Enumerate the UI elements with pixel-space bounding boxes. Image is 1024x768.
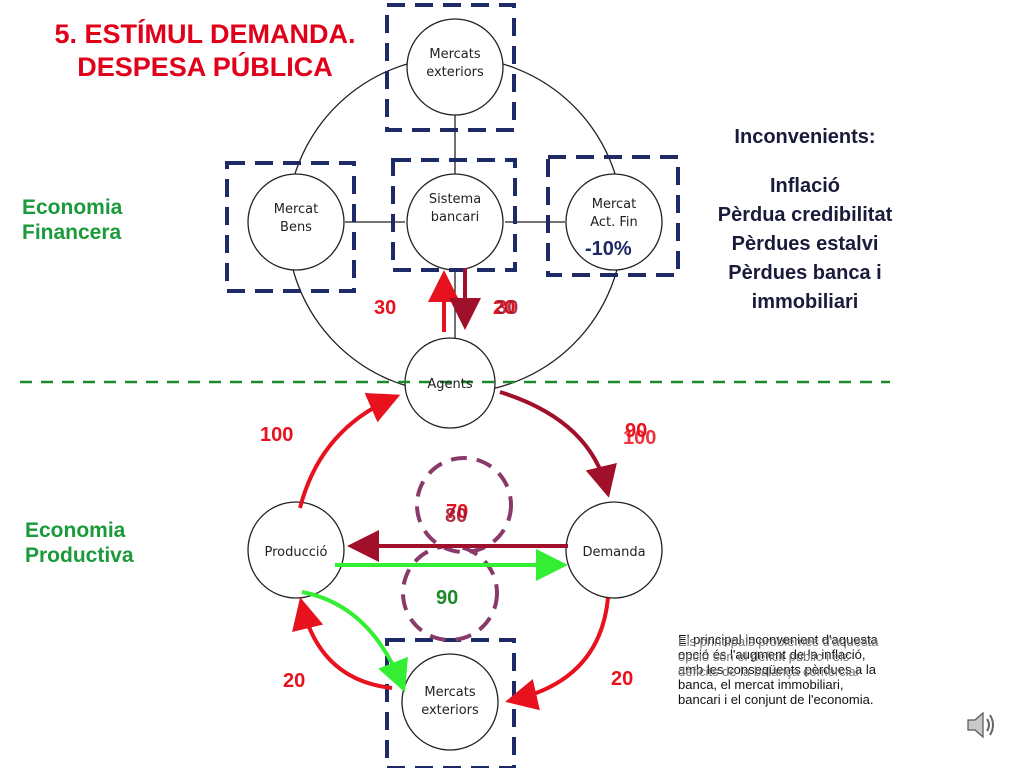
arrow-exteriors-to-produccio — [292, 597, 393, 690]
speaker-icon[interactable] — [964, 708, 998, 742]
section-productive-line-1: Economia — [25, 519, 126, 542]
highlight-box-act-fin — [546, 155, 680, 277]
label-agents: Agents — [405, 376, 495, 394]
explanation-note: El principal inconvenient d'aquesta opci… — [678, 632, 958, 707]
node-text: Bens — [280, 220, 312, 235]
inconvenient-item: immobiliari — [751, 291, 859, 313]
node-text: Demanda — [582, 545, 646, 560]
highlight-box-exteriors-bottom — [385, 638, 516, 768]
section-label-productive: Economia Productiva — [25, 518, 134, 568]
node-text: Act. Fin — [590, 215, 638, 230]
act-fin-change-value: -10% — [585, 238, 632, 260]
highlight-box-exteriors-top — [385, 3, 516, 132]
section-financial-line-2: Financera — [22, 221, 122, 244]
node-text: Mercats — [424, 685, 476, 700]
value-from-bank-a: 20 — [493, 297, 516, 319]
node-text: Sistema — [428, 192, 482, 207]
value-agents-to-demanda-a: 90 — [625, 420, 648, 442]
node-text: Mercat — [273, 202, 319, 217]
note-line: El principal inconvenient d'aquesta — [678, 632, 878, 647]
value-from-bank-b: 30 — [496, 297, 519, 319]
note-overlay-line: opció són el dèficit públic i els — [678, 649, 850, 664]
node-text: Producció — [264, 545, 328, 560]
title-line-2: DESPESA PÚBLICA — [77, 52, 333, 82]
label-demanda: Demanda — [564, 544, 664, 562]
value-center-a: 70 — [446, 501, 469, 523]
note-line: amb les conseqüents pèrdues a la — [678, 662, 877, 677]
section-label-financial: Economia Financera — [22, 195, 122, 245]
node-text: bancari — [430, 210, 480, 225]
node-text: exteriors — [421, 703, 479, 718]
value-exterior-right: 20 — [611, 668, 634, 690]
note-line: opció és l'augment de la inflació, — [678, 647, 866, 662]
note-line: banca, el mercat immobiliari, — [678, 677, 844, 692]
label-mercats-exteriors-bottom: Mercats exteriors — [400, 684, 500, 720]
node-text: exteriors — [426, 65, 484, 80]
label-sistema-bancari: Sistema bancari — [405, 191, 505, 227]
value-exterior-left: 20 — [283, 670, 306, 692]
arrow-demanda-to-exteriors — [505, 597, 610, 711]
label-mercats-exteriors-top: Mercats exteriors — [405, 46, 505, 82]
inconvenient-item: Inflació — [769, 175, 840, 197]
arrow-produccio-to-exteriors — [301, 590, 408, 693]
value-produccio-to-agents: 100 — [260, 424, 294, 446]
node-mercats-exteriors-bottom — [401, 653, 499, 751]
inconvenients-list: Inflació Pèrdua credibilitat Pèrdues est… — [680, 172, 930, 317]
focus-circle-upper — [415, 456, 513, 554]
node-mercats-exteriors-top — [406, 18, 504, 116]
note-line: bancari i el conjunt de l'economia. — [678, 692, 874, 707]
value-center-b: 80 — [445, 505, 468, 527]
section-financial-line-1: Economia — [22, 196, 123, 219]
node-mercat-act-fin — [565, 173, 663, 271]
node-text: Mercat — [591, 197, 637, 212]
page-title: 5. ESTÍMUL DEMANDA. DESPESA PÚBLICA — [10, 18, 400, 84]
label-mercat-act-fin: Mercat Act. Fin — [564, 196, 664, 232]
arrow-agents-to-demanda — [499, 390, 617, 498]
title-line-1: 5. ESTÍMUL DEMANDA. — [54, 19, 356, 49]
inconvenient-item: Pèrdues estalvi — [731, 233, 879, 255]
section-productive-line-2: Productiva — [25, 544, 134, 567]
inconvenient-item: Pèrdues banca i — [728, 262, 882, 284]
inconvenient-item: Pèrdua credibilitat — [717, 204, 893, 226]
note-overlay-line: Els principals problemes d'aquesta — [678, 634, 879, 649]
node-text: Mercats — [429, 47, 481, 62]
value-to-bank: 30 — [374, 297, 397, 319]
label-mercat-bens: Mercat Bens — [246, 201, 346, 237]
highlight-box-mercat-bens — [225, 161, 356, 293]
label-produccio: Producció — [246, 544, 346, 562]
note-overlay-line: dèficits de la balança comercial — [678, 664, 859, 679]
value-agents-to-demanda-b: 100 — [623, 427, 657, 449]
arrow-produccio-to-agents — [298, 392, 401, 509]
node-mercat-bens — [247, 173, 345, 271]
inconvenients-heading: Inconvenients: — [734, 126, 876, 148]
value-center-bottom: 90 — [436, 587, 459, 609]
node-text: Agents — [427, 377, 473, 392]
